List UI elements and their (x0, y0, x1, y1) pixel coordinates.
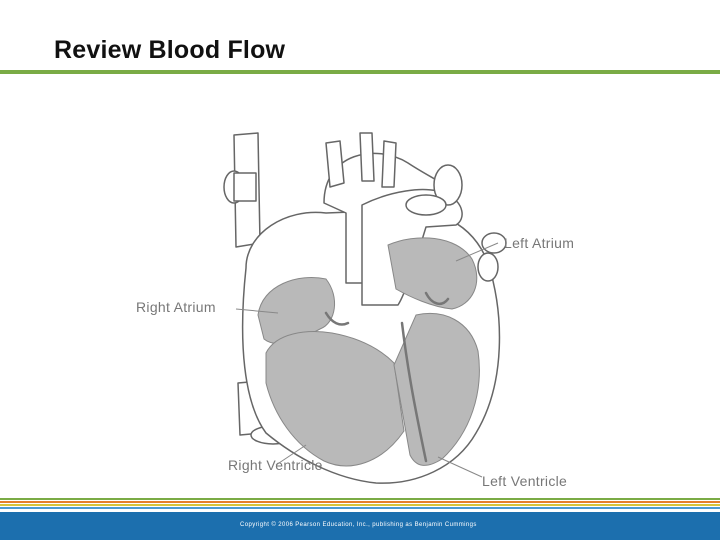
aortic-branch-1 (325, 140, 345, 188)
interventricular-septum (400, 321, 428, 463)
right-ventricle-leader (275, 444, 307, 466)
title-divider (0, 70, 720, 74)
right-pulmonary-vein-stem (233, 172, 257, 202)
heart-illustration (223, 132, 507, 484)
aortic-branch-2 (359, 132, 375, 182)
left-atrium-chamber (387, 237, 478, 310)
left-pulmonary-vein-upper (405, 194, 447, 216)
label-left-ventricle: Left Ventricle (482, 473, 568, 489)
heart-diagram: Left Atrium Right Atrium Right Ventricle… (126, 83, 594, 495)
left-atrium-leader (455, 242, 499, 262)
footer-bar: Copyright © 2006 Pearson Education, Inc.… (0, 512, 720, 540)
copyright-text: Copyright © 2006 Pearson Education, Inc.… (240, 522, 477, 528)
mitral-valve (424, 291, 450, 306)
footer-stripes (0, 498, 720, 512)
label-right-ventricle: Right Ventricle (228, 457, 323, 473)
left-ventricle-chamber (393, 313, 480, 466)
page-title: Review Blood Flow (54, 36, 286, 64)
left-ventricle-leader (437, 456, 483, 478)
right-ventricle-chamber (265, 331, 405, 467)
right-atrium-leader (235, 308, 279, 314)
left-pulmonary-vein-side (481, 232, 507, 254)
stripe-green (0, 498, 720, 500)
stripe-blue (0, 507, 720, 509)
label-right-atrium: Right Atrium (136, 299, 216, 315)
tricuspid-valve (324, 311, 350, 326)
aortic-branch-3 (381, 140, 397, 188)
left-pulmonary-vein-lower (477, 252, 499, 282)
label-left-atrium: Left Atrium (504, 235, 575, 251)
stripe-orange (0, 501, 720, 503)
pulmonary-artery-end (433, 164, 463, 206)
stripe-yellow (0, 504, 720, 506)
